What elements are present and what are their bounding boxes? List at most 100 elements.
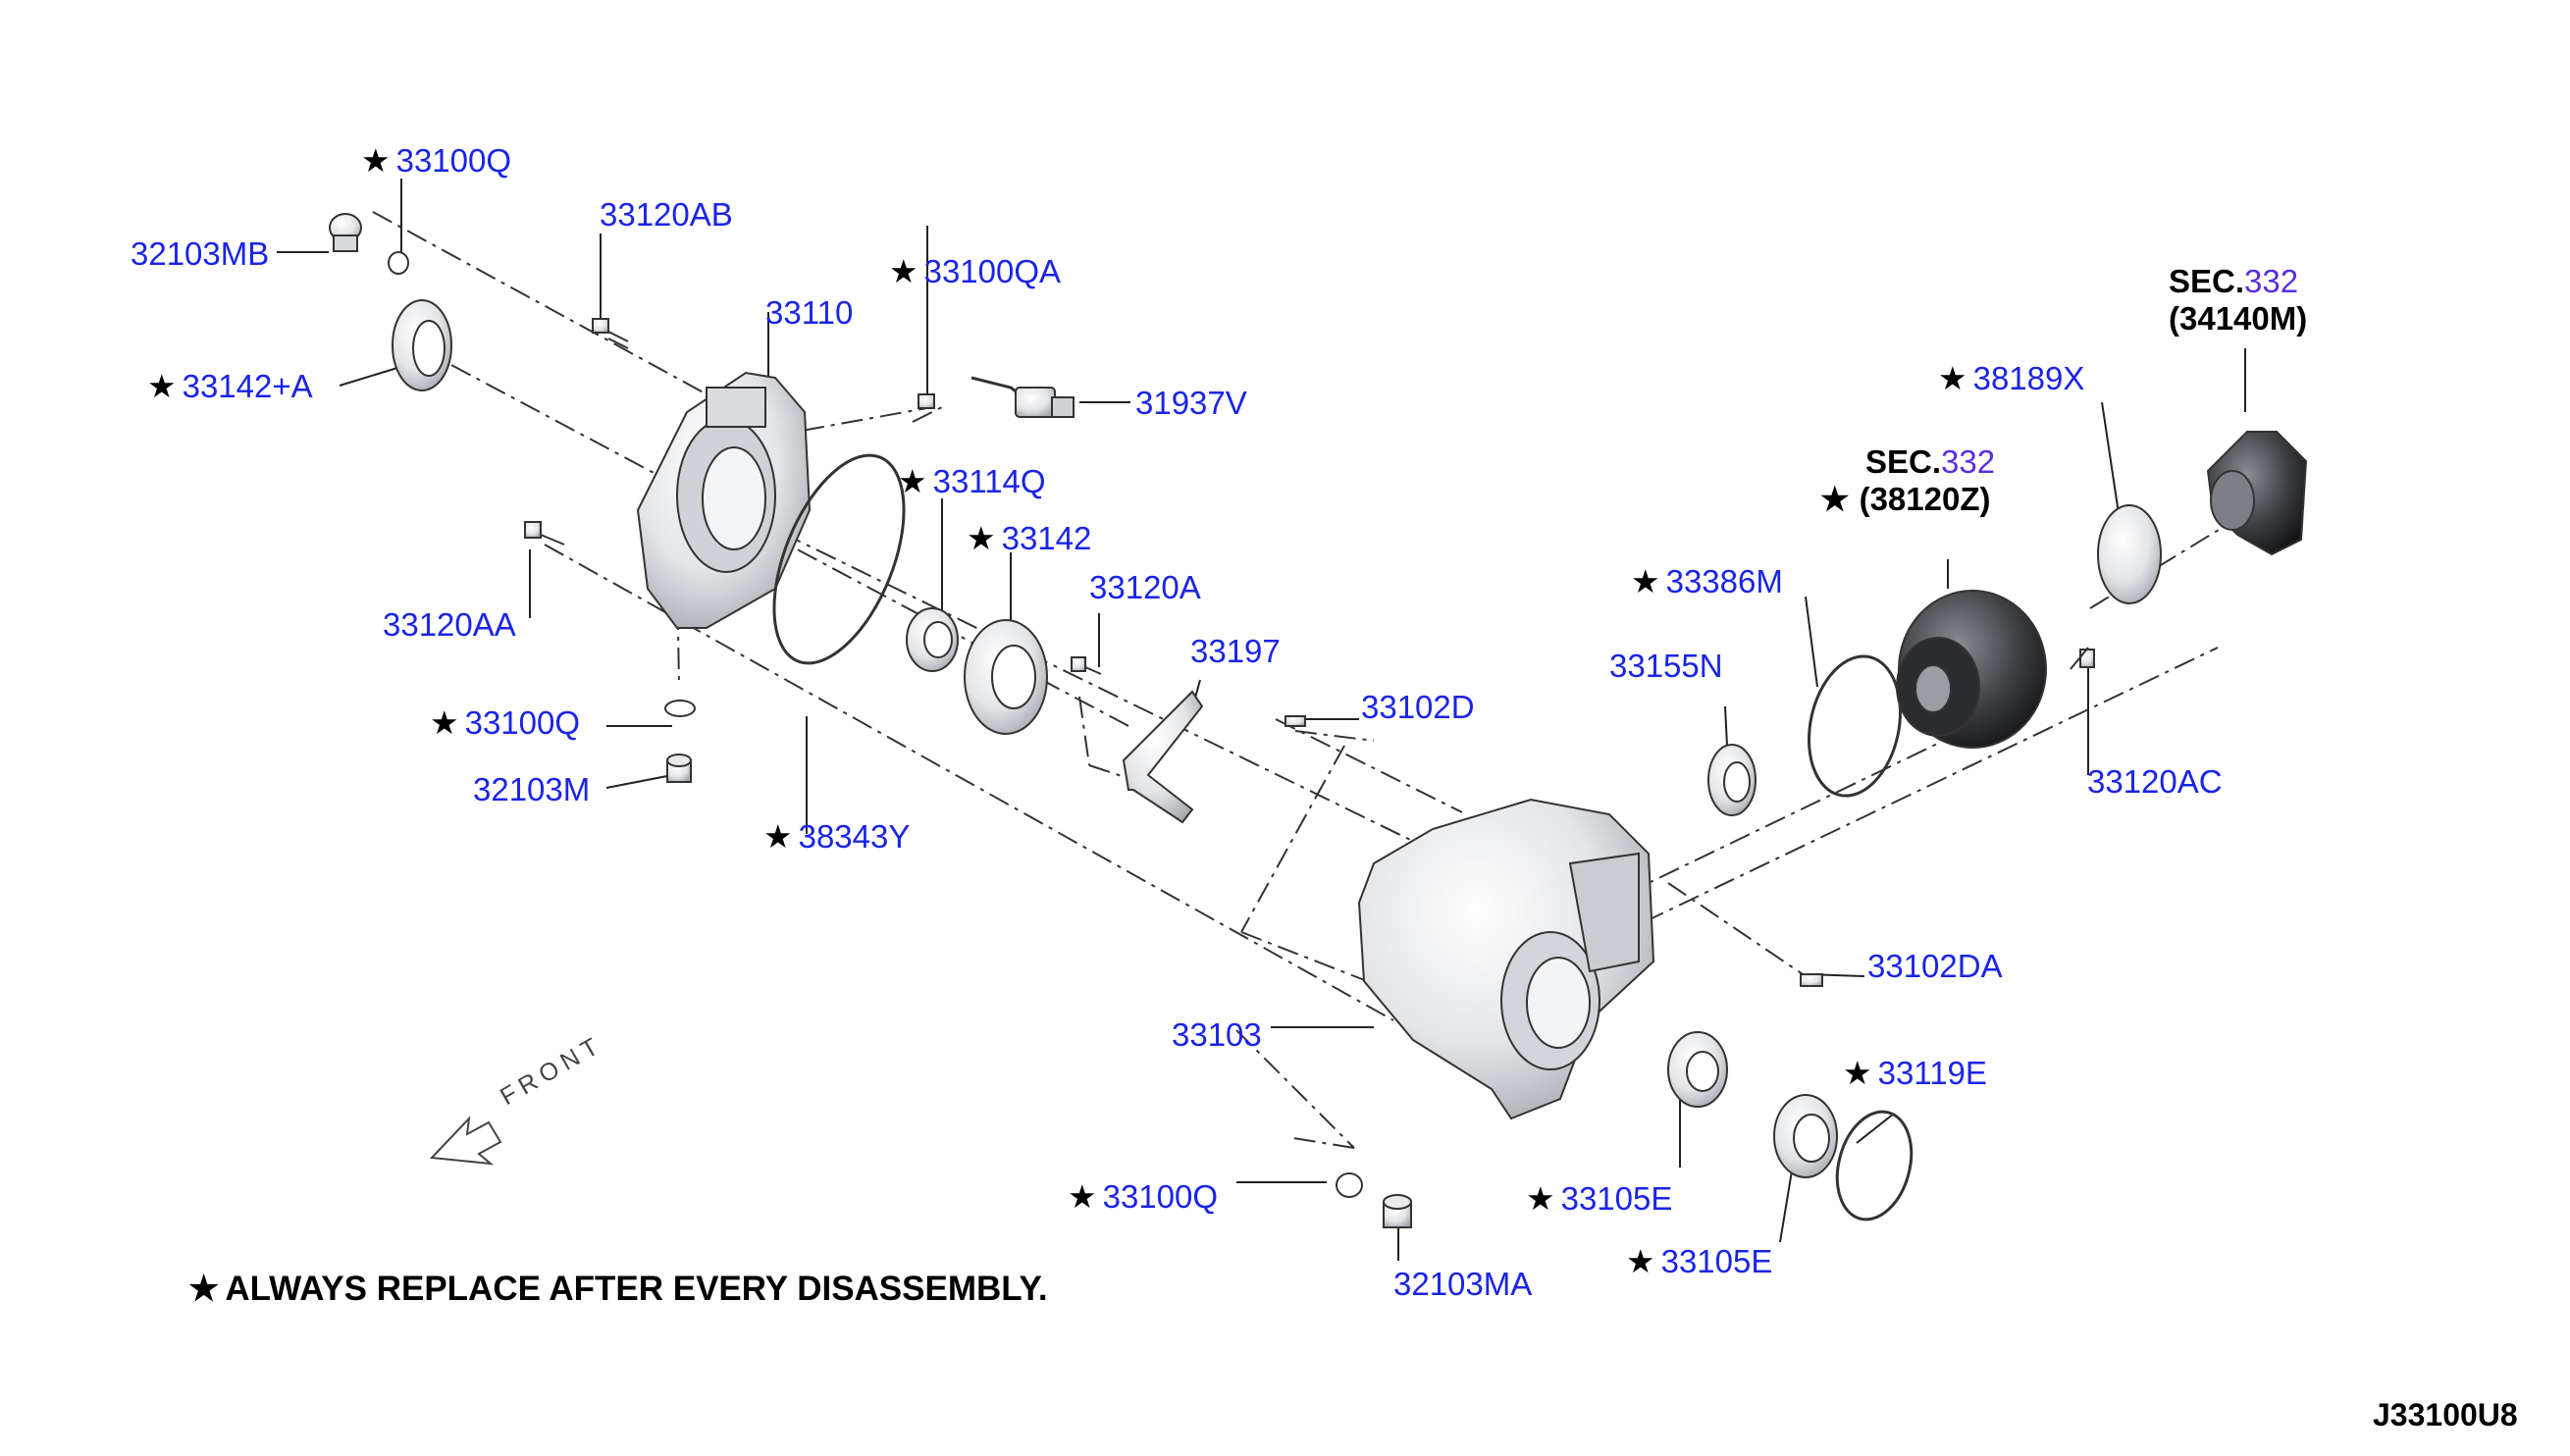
- part-label-33103[interactable]: 33103: [1172, 1016, 1262, 1054]
- replace-star-icon: ★: [147, 368, 177, 404]
- replace-star-icon: ★: [1820, 481, 1850, 517]
- parts: [329, 213, 2308, 1228]
- bolt-33120aa: [524, 521, 565, 546]
- part-label-33102d[interactable]: 33102D: [1361, 689, 1475, 726]
- flange-34140m: [2206, 431, 2308, 556]
- section-ref-code: (34140M): [2169, 300, 2308, 337]
- differential-assembly: [1896, 590, 2047, 749]
- part-number: 31937V: [1135, 385, 1247, 421]
- diagram-code: J33100U8: [2373, 1397, 2518, 1432]
- part-number: 33102DA: [1867, 948, 2003, 984]
- part-number: 33120A: [1089, 569, 1201, 605]
- replacement-note: ★ALWAYS REPLACE AFTER EVERY DISASSEMBLY.: [188, 1270, 1048, 1309]
- part-number: 32103M: [473, 771, 591, 807]
- part-number: 33114Q: [932, 463, 1046, 499]
- rear-cover-33110: [636, 371, 812, 629]
- replace-star-icon: ★: [967, 520, 996, 556]
- section-number: 332: [1941, 443, 1996, 480]
- section-ref-38120z[interactable]: SEC.332 ★(38120Z): [1820, 443, 1995, 518]
- washer-33100q-top: [388, 251, 409, 275]
- housing-33103: [1357, 798, 1655, 1120]
- washer-33100q-mid: [664, 700, 696, 717]
- part-number: 33102D: [1361, 689, 1475, 725]
- part-number: 33120AA: [383, 606, 516, 643]
- shim-33155n: [1707, 744, 1757, 816]
- part-number: 38189X: [1972, 360, 2085, 396]
- part-label-32103mb[interactable]: 32103MB: [131, 235, 269, 273]
- part-number: 33110: [765, 294, 854, 331]
- replace-star-icon: ★: [898, 463, 927, 499]
- seal-33142: [964, 619, 1048, 735]
- replace-star-icon: ★: [188, 1270, 220, 1308]
- replace-star-icon: ★: [763, 818, 793, 855]
- washer-33100qa: [918, 393, 935, 409]
- part-label-33114q[interactable]: ★33114Q: [898, 463, 1046, 500]
- section-number: 332: [2244, 263, 2299, 299]
- part-label-33142[interactable]: ★33142: [967, 520, 1091, 557]
- replace-star-icon: ★: [430, 704, 459, 741]
- part-number: 33100Q: [464, 704, 581, 741]
- part-label-33105e-b[interactable]: ★33105E: [1626, 1243, 1772, 1280]
- part-number: 33100QA: [923, 253, 1062, 289]
- plug-32103mb: [329, 213, 362, 252]
- replace-star-icon: ★: [1843, 1055, 1872, 1091]
- washer-33100q-bot: [1336, 1172, 1363, 1198]
- part-label-33155n[interactable]: 33155N: [1609, 648, 1723, 685]
- part-number: 33120AC: [2087, 763, 2223, 800]
- part-number: 33197: [1190, 633, 1281, 669]
- part-number: 33120AB: [600, 196, 733, 233]
- part-label-38189x[interactable]: ★38189X: [1938, 360, 2084, 397]
- part-number: 32103MA: [1393, 1266, 1533, 1302]
- part-label-33100q-mid[interactable]: ★33100Q: [430, 704, 580, 742]
- oring-38343y: [772, 453, 906, 665]
- section-ref-code: ★(38120Z): [1820, 481, 1991, 517]
- bolt-33120a: [1071, 656, 1102, 675]
- part-label-33100q-top[interactable]: ★33100Q: [361, 142, 511, 180]
- section-ref-34140m[interactable]: SEC.332 (34140M): [2169, 263, 2307, 338]
- front-arrow-icon: [429, 1116, 502, 1166]
- part-label-33102da[interactable]: 33102DA: [1867, 948, 2003, 985]
- replace-star-icon: ★: [1626, 1243, 1655, 1279]
- bracket-33197: [1122, 690, 1204, 824]
- part-number: 33105E: [1660, 1243, 1773, 1279]
- part-number: 38343Y: [798, 818, 911, 855]
- part-label-33120ab[interactable]: 33120AB: [600, 196, 733, 234]
- shim-38189x: [2097, 504, 2162, 604]
- part-number: 33142: [1001, 520, 1092, 556]
- part-label-31937v[interactable]: 31937V: [1135, 385, 1247, 422]
- part-label-33120aa[interactable]: 33120AA: [383, 606, 516, 644]
- part-number: 33100Q: [395, 142, 512, 179]
- part-label-33119e[interactable]: ★33119E: [1843, 1055, 1987, 1092]
- section-ref-line: SEC.332: [1865, 443, 1996, 480]
- bearing-33105e-a: [1667, 1031, 1728, 1108]
- part-label-33197[interactable]: 33197: [1190, 633, 1281, 670]
- part-label-32103m[interactable]: 32103M: [473, 771, 590, 808]
- plug-32103m: [666, 754, 692, 783]
- bolt-33120ab: [592, 318, 629, 349]
- pin-33102da: [1800, 973, 1823, 987]
- part-label-33142a[interactable]: ★33142+A: [147, 368, 313, 405]
- part-label-33100qa[interactable]: ★33100QA: [889, 253, 1061, 290]
- part-number: 33105E: [1560, 1180, 1673, 1217]
- part-label-32103ma[interactable]: 32103MA: [1393, 1266, 1532, 1303]
- part-label-33120a[interactable]: 33120A: [1089, 569, 1201, 606]
- seal-33114q: [906, 607, 959, 672]
- part-number: 33386M: [1665, 563, 1783, 599]
- seal-33142a: [392, 299, 452, 391]
- plug-32103ma: [1383, 1194, 1412, 1228]
- part-label-38343y[interactable]: ★38343Y: [763, 818, 910, 856]
- oring-33386m: [1808, 654, 1902, 798]
- part-number: 33100Q: [1102, 1178, 1219, 1215]
- part-label-33386m[interactable]: ★33386M: [1631, 563, 1783, 600]
- part-label-33105e-a[interactable]: ★33105E: [1526, 1180, 1672, 1218]
- part-label-33110[interactable]: 33110: [765, 294, 853, 332]
- replace-star-icon: ★: [1068, 1178, 1097, 1215]
- leader-lines: [277, 179, 2246, 1261]
- oring-33119e: [1835, 1110, 1914, 1222]
- part-label-33100q-bot[interactable]: ★33100Q: [1068, 1178, 1218, 1216]
- part-label-33120ac[interactable]: 33120AC: [2087, 763, 2223, 801]
- section-ref-line: SEC.332: [2169, 263, 2299, 299]
- bearing-33105e-b: [1773, 1094, 1838, 1178]
